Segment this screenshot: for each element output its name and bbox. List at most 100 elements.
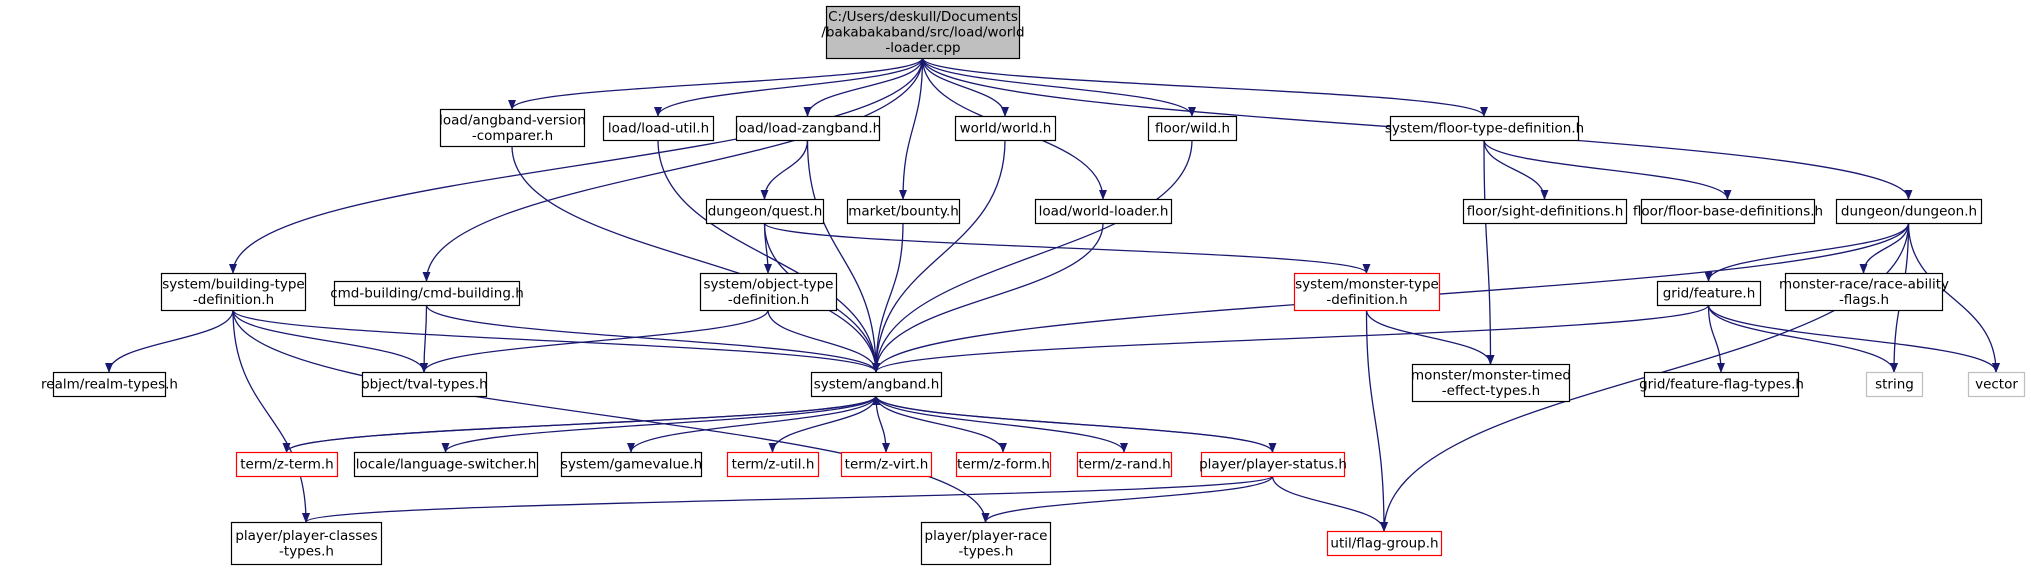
node-vector[interactable]: vector xyxy=(1967,371,2026,398)
node-label-floor-sight-line-0: floor/sight-definitions.h xyxy=(1467,204,1624,220)
node-load-world-loader[interactable]: load/world-loader.h xyxy=(1034,198,1173,225)
node-dungeon-dungeon[interactable]: dungeon/dungeon.h xyxy=(1835,198,1983,225)
node-floor-sight[interactable]: floor/sight-definitions.h xyxy=(1462,198,1628,225)
node-box-language-switcher xyxy=(353,451,539,478)
node-floor-type-def[interactable]: system/floor-type-definition.h xyxy=(1385,115,1584,142)
node-label-vector-line-0: vector xyxy=(1975,377,2018,393)
node-box-market-bounty xyxy=(846,198,961,225)
node-system-angband[interactable]: system/angband.h xyxy=(810,371,943,398)
node-label-gamevalue-line-0: system/gamevalue.h xyxy=(561,457,702,473)
node-grid-feature[interactable]: grid/feature.h xyxy=(1656,280,1762,307)
node-monster-type-def[interactable]: system/monster-type-definition.h xyxy=(1293,272,1441,312)
node-box-load-world-loader xyxy=(1034,198,1173,225)
node-box-vector xyxy=(1967,371,2026,398)
node-z-virt[interactable]: term/z-virt.h xyxy=(840,451,933,478)
edge-player-status-to-player-race xyxy=(981,475,1274,523)
node-layer: C:/Users/deskull/Documents/bakabakaband/… xyxy=(41,5,2026,566)
node-z-term[interactable]: term/z-term.h xyxy=(235,451,339,478)
node-angband-version[interactable]: load/angband-version-comparer.h xyxy=(439,108,586,148)
node-flag-group[interactable]: util/flag-group.h xyxy=(1326,530,1443,557)
node-label-load-util-line-0: load/load-util.h xyxy=(608,121,709,137)
node-label-floor-base-line-0: floor/floor-base-definitions.h xyxy=(1633,204,1823,220)
node-feature-flag-types[interactable]: grid/feature-flag-types.h xyxy=(1639,371,1804,398)
node-box-z-rand xyxy=(1076,451,1173,478)
node-label-object-type-def-line-1: -definition.h xyxy=(728,292,809,308)
edge-world-world-to-system-angband xyxy=(872,139,1006,373)
node-language-switcher[interactable]: locale/language-switcher.h xyxy=(353,451,539,478)
edge-grid-feature-to-string xyxy=(1707,304,1898,373)
node-monster-timed[interactable]: monster/monster-timed-effect-types.h xyxy=(1411,363,1571,403)
node-label-z-virt-line-0: term/z-virt.h xyxy=(845,457,929,473)
node-string[interactable]: string xyxy=(1865,371,1924,398)
node-label-player-race-line-1: -types.h xyxy=(959,543,1014,559)
node-floor-base[interactable]: floor/floor-base-definitions.h xyxy=(1633,198,1823,225)
node-box-floor-wild xyxy=(1147,115,1238,142)
node-box-floor-base xyxy=(1640,198,1816,225)
node-label-building-type-line-0: system/building-type xyxy=(162,276,304,292)
edge-dungeon-quest-to-monster-type-def xyxy=(763,222,1371,274)
node-label-player-classes-line-0: player/player-classes xyxy=(235,528,377,544)
node-load-zangband[interactable]: load/load-zangband.h xyxy=(735,115,881,142)
edge-root-to-angband-version xyxy=(508,57,924,110)
node-box-race-ability xyxy=(1784,272,1944,312)
edge-monster-type-def-to-flag-group xyxy=(1365,309,1388,532)
node-box-realm-types xyxy=(52,371,167,398)
node-label-monster-type-def-line-0: system/monster-type xyxy=(1295,276,1439,292)
node-load-util[interactable]: load/load-util.h xyxy=(602,115,715,142)
node-player-race[interactable]: player/player-race-types.h xyxy=(920,521,1052,566)
node-z-form[interactable]: term/z-form.h xyxy=(955,451,1052,478)
node-label-monster-type-def-line-1: -definition.h xyxy=(1326,292,1407,308)
node-label-monster-timed-line-1: -effect-types.h xyxy=(1442,383,1540,399)
edge-load-zangband-to-dungeon-quest xyxy=(760,139,809,200)
edge-building-type-to-player-classes xyxy=(232,309,310,523)
node-label-dungeon-quest-line-0: dungeon/quest.h xyxy=(708,204,823,220)
node-tval-types[interactable]: object/tval-types.h xyxy=(361,371,488,398)
edge-z-term-to-system-angband xyxy=(285,395,880,453)
edge-grid-feature-to-feature-flag-types xyxy=(1707,304,1725,373)
edge-system-angband-to-z-form xyxy=(875,395,1007,453)
edge-system-angband-to-language-switcher xyxy=(441,395,877,453)
node-object-type-def[interactable]: system/object-type-definition.h xyxy=(699,272,838,312)
node-world-world[interactable]: world/world.h xyxy=(954,115,1057,142)
edge-root-to-world-world xyxy=(921,57,1009,117)
node-box-load-util xyxy=(602,115,715,142)
node-label-angband-version-line-0: load/angband-version xyxy=(439,112,586,128)
node-label-flag-group-line-0: util/flag-group.h xyxy=(1330,536,1438,552)
edge-root-to-building-type xyxy=(229,57,924,274)
node-race-ability[interactable]: monster-race/race-ability-flags.h xyxy=(1779,272,1949,312)
node-box-player-status xyxy=(1200,451,1346,478)
node-gamevalue[interactable]: system/gamevalue.h xyxy=(561,451,702,478)
node-label-dungeon-dungeon-line-0: dungeon/dungeon.h xyxy=(1841,204,1977,220)
node-label-z-term-line-0: term/z-term.h xyxy=(240,457,333,473)
edge-market-bounty-to-system-angband xyxy=(872,222,904,373)
edge-system-angband-to-z-rand xyxy=(875,395,1128,453)
edge-monster-type-def-to-monster-timed xyxy=(1365,309,1495,365)
node-label-building-type-line-1: -definition.h xyxy=(193,292,274,308)
node-box-angband-version xyxy=(439,108,586,148)
node-market-bounty[interactable]: market/bounty.h xyxy=(846,198,961,225)
edge-dungeon-dungeon-to-race-ability xyxy=(1859,222,1910,274)
edge-player-status-to-system-angband xyxy=(872,395,1274,453)
node-building-type[interactable]: system/building-type-definition.h xyxy=(160,272,307,312)
node-label-root-line-1: /bakabakaband/src/load/world xyxy=(821,25,1024,41)
node-label-z-form-line-0: term/z-form.h xyxy=(957,457,1050,473)
node-player-status[interactable]: player/player-status.h xyxy=(1199,451,1347,478)
edge-player-status-to-player-classes xyxy=(302,475,1274,523)
edge-cmd-building-to-tval-types xyxy=(420,304,429,373)
node-player-classes[interactable]: player/player-classes-types.h xyxy=(230,521,383,566)
node-label-root-line-0: C:/Users/deskull/Documents xyxy=(828,9,1018,25)
node-root[interactable]: C:/Users/deskull/Documents/bakabakaband/… xyxy=(821,5,1025,60)
node-realm-types[interactable]: realm/realm-types.h xyxy=(41,371,178,398)
edge-floor-type-def-to-floor-sight xyxy=(1483,139,1549,200)
node-dungeon-quest[interactable]: dungeon/quest.h xyxy=(705,198,825,225)
edge-root-to-load-util xyxy=(654,57,924,117)
node-label-feature-flag-types-line-0: grid/feature-flag-types.h xyxy=(1639,377,1804,393)
node-box-dungeon-dungeon xyxy=(1835,198,1983,225)
node-label-z-util-line-0: term/z-util.h xyxy=(732,457,815,473)
node-z-rand[interactable]: term/z-rand.h xyxy=(1076,451,1173,478)
node-z-util[interactable]: term/z-util.h xyxy=(726,451,820,478)
node-floor-wild[interactable]: floor/wild.h xyxy=(1147,115,1238,142)
node-cmd-building[interactable]: cmd-building/cmd-building.h xyxy=(330,280,524,307)
node-box-z-term xyxy=(235,451,339,478)
